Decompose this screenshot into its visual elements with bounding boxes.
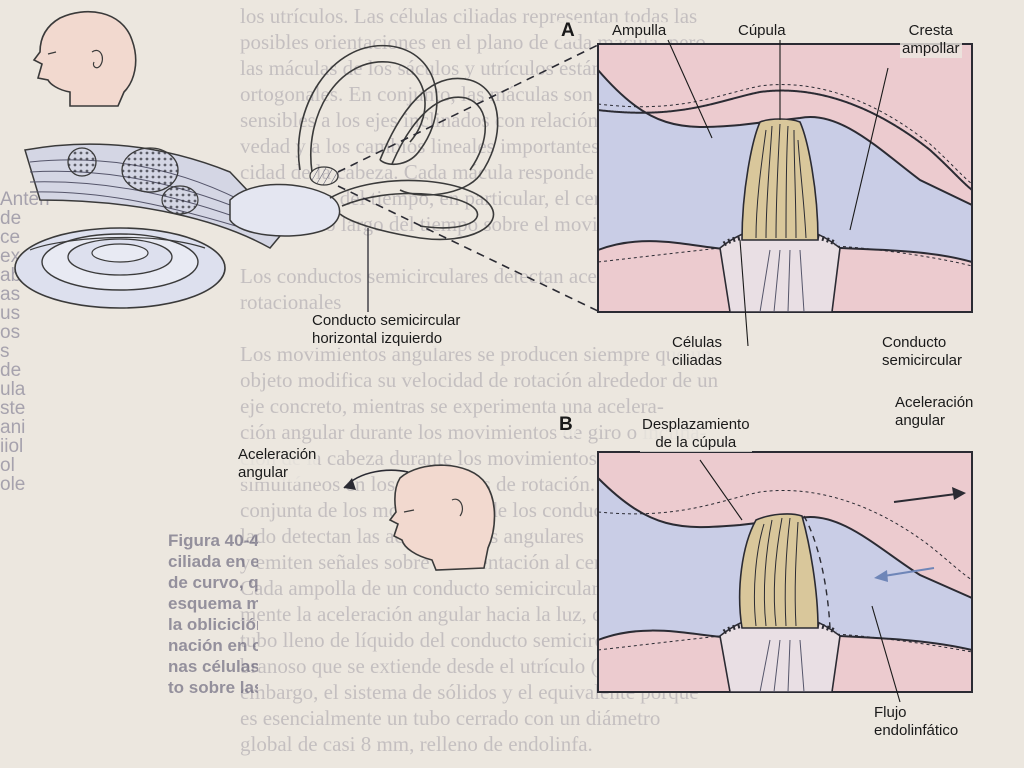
label-desplazamiento-line1: Desplazamiento xyxy=(642,416,750,433)
background-text-line: global de casi 8 mm, relleno de endolinf… xyxy=(240,732,593,756)
panel-a xyxy=(597,39,973,347)
left-column-line: iiol xyxy=(0,436,24,457)
figure-caption: Figura 40-4. E ciliada en el ut de curvo, … xyxy=(168,530,258,698)
caption-line: esquema mues xyxy=(168,594,258,613)
left-column-line: ani xyxy=(0,417,26,438)
ampulla-small xyxy=(309,166,339,186)
label-cresta-line2: ampollar xyxy=(902,40,960,57)
left-column-line: us xyxy=(0,303,21,324)
vestibule xyxy=(229,183,341,237)
label-cresta-line1: Cresta xyxy=(908,22,953,39)
caption-line: de curvo, que xyxy=(168,573,258,592)
label-celulas-line1: Células xyxy=(672,334,723,351)
label-conducto-horizontal-line1: Conducto semicircular xyxy=(312,312,461,329)
left-column-line: as xyxy=(0,284,21,305)
label-aceleracion-a-line1: Aceleración xyxy=(238,446,317,463)
magnification-guides xyxy=(337,43,601,313)
panel-b-hair-cells xyxy=(722,619,838,635)
label-conducto-semicircular: Conducto semicircular xyxy=(880,334,965,370)
label-conducto-line2: semicircular xyxy=(882,352,963,369)
left-column-line: ula xyxy=(0,379,26,400)
panel-a-leaders xyxy=(667,39,889,347)
caption-line: nas células y la xyxy=(168,657,258,676)
panel-b-letter: B xyxy=(556,414,576,436)
left-column-line: ol xyxy=(0,455,15,476)
label-aceleracion-b-line1: Aceleración xyxy=(895,394,974,411)
panel-b-cupula-rest-outline xyxy=(803,515,831,629)
label-aceleracion-b: Aceleración angular xyxy=(893,394,976,430)
label-celulas-line2: ciliadas xyxy=(672,352,723,369)
left-column-line: os xyxy=(0,322,21,343)
left-column-line: ex xyxy=(0,246,21,267)
background-text-line: objeto modifica su velocidad de rotación… xyxy=(240,368,719,392)
label-flujo-line2: endolinfático xyxy=(874,722,959,739)
background-text-line: eje concreto, mientras se experimenta un… xyxy=(240,394,664,418)
head-icon xyxy=(32,10,137,107)
label-conducto-horizontal-line2: horizontal izquierdo xyxy=(312,330,443,347)
left-column-line: de xyxy=(0,208,22,229)
panel-b-cupula xyxy=(738,513,819,629)
label-aceleracion-b-line2: angular xyxy=(895,412,946,429)
panel-b xyxy=(597,451,973,703)
label-cresta-ampollar: Cresta ampollar xyxy=(900,22,962,58)
label-cupula: Cúpula xyxy=(736,22,788,40)
background-text-line: rotacionales xyxy=(240,290,342,314)
background-text-line: las máculas de los sáculos y utrículos e… xyxy=(240,56,641,80)
caption-line: Figura 40-4. E xyxy=(168,531,258,550)
caption-line: nación en cual xyxy=(168,636,258,655)
label-conducto-line1: Conducto xyxy=(882,334,947,351)
vestibulocochlear-nerve xyxy=(24,143,287,249)
rotating-head-icon xyxy=(343,464,496,571)
label-flujo-endolinfatico: Flujo endolinfático xyxy=(872,704,961,740)
label-conducto-horizontal: Conducto semicircular horizontal izquier… xyxy=(310,312,463,348)
cochlea xyxy=(14,227,226,309)
label-aceleracion-a-line2: angular xyxy=(238,464,289,481)
caption-line: to sobre las som xyxy=(168,678,258,697)
panel-a-nerve-fibers xyxy=(759,249,805,313)
left-column-line: s xyxy=(0,341,10,362)
panel-b-nerve-fibers xyxy=(759,639,805,693)
semicircular-canals xyxy=(297,44,499,241)
angular-acceleration-arrow xyxy=(893,487,966,503)
panel-a-letter: A xyxy=(558,20,578,42)
left-column-line: de xyxy=(0,360,22,381)
panel-b-leaders xyxy=(699,459,901,703)
inner-ear-illustration xyxy=(14,44,499,309)
panel-b-cilia xyxy=(753,517,799,627)
label-flujo-line1: Flujo xyxy=(874,704,907,721)
label-desplazamiento: Desplazamiento de la cúpula xyxy=(640,416,752,452)
panel-a-hair-cells xyxy=(722,231,838,247)
left-column-line: ste xyxy=(0,398,26,419)
caption-line: ciliada en el ut xyxy=(168,552,258,571)
panel-a-cilia xyxy=(755,123,807,239)
endolymph-flow-arrow xyxy=(874,567,935,582)
background-text-line: ción angular durante los movimientos de … xyxy=(240,420,707,444)
label-ampulla: Ampulla xyxy=(610,22,669,40)
left-column-line: ole xyxy=(0,474,26,494)
left-column-line: Anteri xyxy=(0,190,50,210)
background-text-line: es esencialmente un tubo cerrado con un … xyxy=(240,706,661,730)
label-celulas-ciliadas: Células ciliadas xyxy=(670,334,725,370)
label-aceleracion-a: Aceleración angular xyxy=(236,446,319,482)
left-column-line: ce xyxy=(0,227,21,248)
label-desplazamiento-line2: de la cúpula xyxy=(655,434,737,451)
